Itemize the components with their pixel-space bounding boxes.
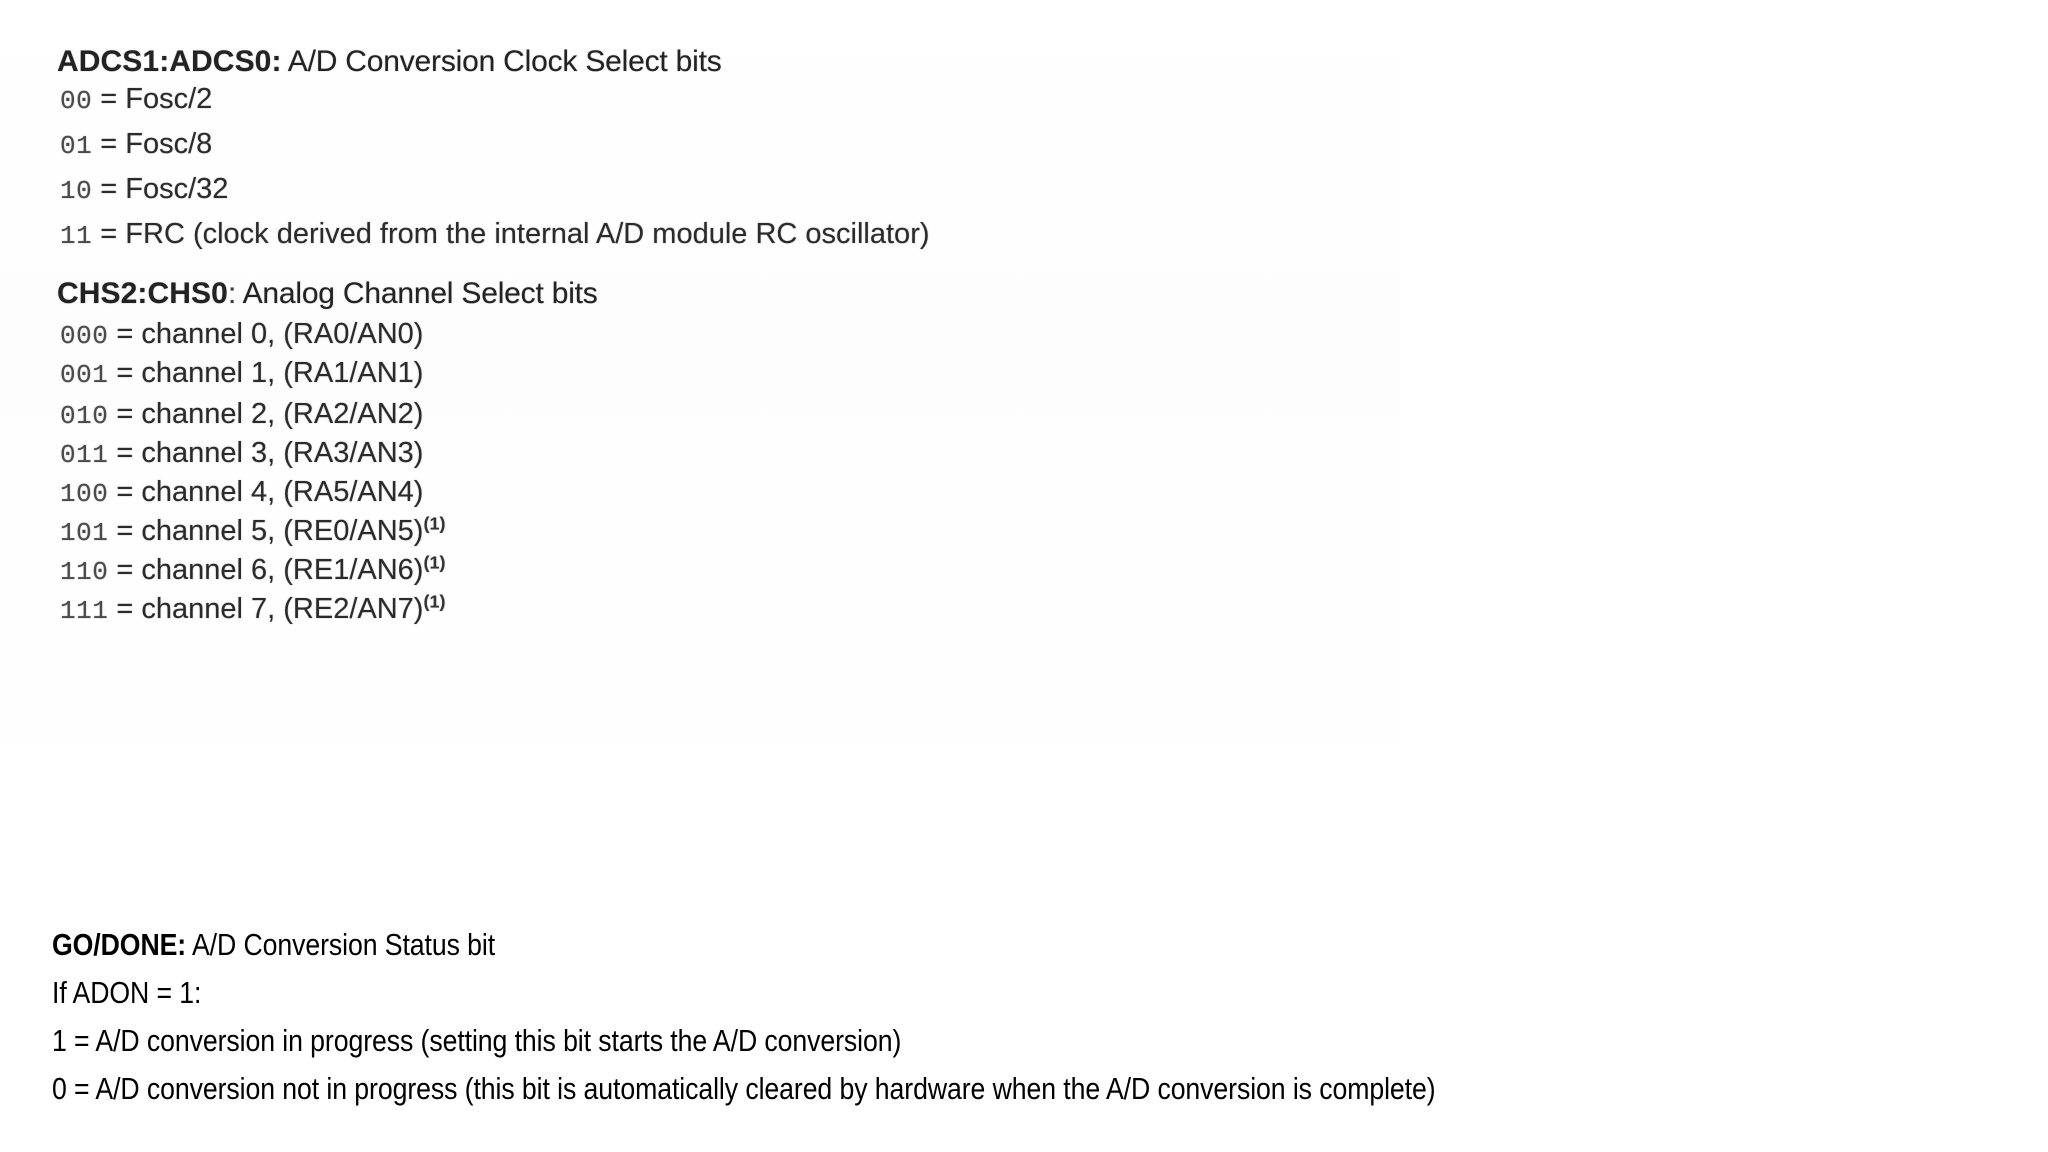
chs-option-011-value: channel 3, (RA3/AN3) bbox=[141, 437, 424, 469]
chs-option-110-value: channel 6, (RE1/AN6) bbox=[141, 554, 424, 586]
chs-option-011: 011 = channel 3, (RA3/AN3) bbox=[60, 437, 423, 470]
adcs-option-01-equals: = bbox=[92, 128, 126, 160]
chs-option-110-code: 110 bbox=[60, 557, 109, 587]
chs-heading: CHS2:CHS0: Analog Channel Select bits bbox=[57, 277, 598, 311]
go-done-bit-name: GO/DONE: bbox=[52, 927, 187, 962]
adcs-option-00-code: 00 bbox=[60, 86, 93, 116]
chs-option-011-code: 011 bbox=[60, 440, 109, 470]
adcs-option-01-code: 01 bbox=[60, 131, 93, 161]
adcs-heading-separator: : bbox=[271, 45, 282, 78]
chs-option-010-equals: = bbox=[108, 398, 142, 430]
chs-option-100-code: 100 bbox=[60, 479, 109, 509]
chs-option-000-equals: = bbox=[108, 318, 142, 350]
adcs-option-01-value: Fosc/8 bbox=[125, 128, 213, 160]
chs-option-001: 001 = channel 1, (RA1/AN1) bbox=[60, 357, 423, 390]
adcs-option-11-value-smallcaps: RC bbox=[143, 218, 185, 250]
chs-option-111-equals: = bbox=[108, 593, 142, 625]
adcs-register-label: ADCS1:ADCS0 bbox=[57, 45, 272, 78]
chs-option-101: 101 = channel 5, (RE0/AN5)(1) bbox=[60, 513, 446, 548]
chs-option-100-value: channel 4, (RA5/AN4) bbox=[141, 476, 424, 508]
go-done-state-0: 0 = A/D conversion not in progress (this… bbox=[52, 1071, 1436, 1106]
chs-option-000-code: 000 bbox=[60, 321, 109, 351]
chs-option-010: 010 = channel 2, (RA2/AN2) bbox=[60, 398, 423, 431]
chs-option-111: 111 = channel 7, (RE2/AN7)(1) bbox=[60, 591, 446, 626]
adcs-option-10-value: Fosc/32 bbox=[125, 173, 229, 205]
chs-option-011-equals: = bbox=[108, 437, 142, 469]
chs-option-110: 110 = channel 6, (RE1/AN6)(1) bbox=[60, 552, 446, 587]
adcs-heading-description: A/D Conversion Clock Select bits bbox=[281, 45, 722, 78]
chs-option-001-equals: = bbox=[108, 357, 142, 389]
adcs-option-01: 01 = Fosc/8 bbox=[60, 128, 212, 161]
go-done-state-1: 1 = A/D conversion in progress (setting … bbox=[52, 1023, 902, 1058]
chs-option-010-value: channel 2, (RA2/AN2) bbox=[141, 398, 424, 430]
chs-option-111-note: (1) bbox=[423, 591, 446, 612]
chs-option-100-equals: = bbox=[108, 476, 142, 508]
adcs-option-00: 00 = Fosc/2 bbox=[60, 83, 212, 116]
adcs-option-11: 11 = FRC (clock derived from the interna… bbox=[60, 218, 930, 251]
chs-option-110-equals: = bbox=[108, 554, 142, 586]
chs-option-110-note: (1) bbox=[423, 552, 446, 573]
adcs-option-11-value-prefix: F bbox=[125, 218, 143, 250]
adcs-option-10-equals: = bbox=[92, 173, 126, 205]
adcs-heading: ADCS1:ADCS0: A/D Conversion Clock Select… bbox=[57, 45, 722, 79]
chs-option-000-value: channel 0, (RA0/AN0) bbox=[141, 318, 424, 350]
adcs-option-11-code: 11 bbox=[60, 221, 93, 251]
chs-option-101-value: channel 5, (RE0/AN5) bbox=[141, 515, 424, 547]
chs-heading-description: Analog Channel Select bits bbox=[236, 277, 598, 310]
adcs-option-00-equals: = bbox=[92, 83, 126, 115]
scanned-datasheet-excerpt: ADCS1:ADCS0: A/D Conversion Clock Select… bbox=[0, 0, 1400, 830]
chs-option-001-code: 001 bbox=[60, 360, 109, 390]
chs-option-100: 100 = channel 4, (RA5/AN4) bbox=[60, 476, 423, 509]
adcs-option-10-code: 10 bbox=[60, 176, 93, 206]
chs-option-000: 000 = channel 0, (RA0/AN0) bbox=[60, 318, 423, 351]
chs-option-101-code: 101 bbox=[60, 518, 109, 548]
chs-option-010-code: 010 bbox=[60, 401, 109, 431]
chs-option-101-note: (1) bbox=[423, 513, 446, 534]
adcs-option-00-value: Fosc/2 bbox=[125, 83, 213, 115]
chs-option-001-value: channel 1, (RA1/AN1) bbox=[141, 357, 424, 389]
chs-option-101-equals: = bbox=[108, 515, 142, 547]
chs-register-label: CHS2:CHS0 bbox=[57, 277, 228, 310]
chs-heading-separator: : bbox=[227, 277, 237, 310]
chs-option-111-value: channel 7, (RE2/AN7) bbox=[141, 593, 424, 625]
adcs-option-11-value-suffix: (clock derived from the internal A/D mod… bbox=[184, 218, 930, 250]
go-done-condition: If ADON = 1: bbox=[52, 975, 202, 1010]
chs-option-111-code: 111 bbox=[60, 596, 109, 626]
go-done-bit-description: A/D Conversion Status bit bbox=[186, 927, 496, 962]
go-done-heading: GO/DONE: A/D Conversion Status bit bbox=[52, 927, 495, 963]
adcs-option-10: 10 = Fosc/32 bbox=[60, 173, 228, 206]
adcs-option-11-equals: = bbox=[92, 218, 126, 250]
